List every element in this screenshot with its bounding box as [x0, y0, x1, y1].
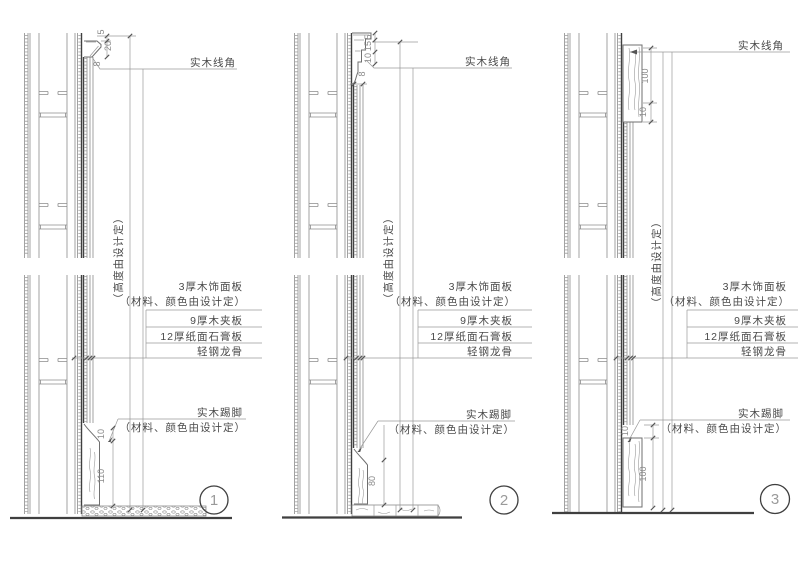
dim-110: 110	[96, 469, 106, 483]
dim-100: 100	[640, 68, 650, 83]
detail-number-3: 3	[759, 483, 791, 515]
keel-label: 轻钢龙骨	[197, 345, 243, 358]
dim-20: 20	[103, 41, 113, 51]
dim-10: 10	[96, 429, 106, 439]
skirting-material-note: （材料、颜色由设计定）	[120, 421, 247, 434]
floor-finish-hatch	[81, 505, 207, 517]
detail-number-2: 2	[489, 485, 519, 515]
plywood-label: 9厚木夹板	[734, 314, 787, 327]
skirting-material-note: （材料、颜色由设计定）	[389, 423, 516, 436]
skirting-dimensions: 10 100	[620, 424, 659, 508]
detail-number-3-text: 3	[771, 491, 779, 508]
dim-80: 80	[367, 476, 377, 486]
skirting-label: 实木踢脚	[466, 408, 512, 421]
veneer-label: 3厚木饰面板	[179, 280, 243, 293]
molding-label: 实木线角	[738, 39, 784, 52]
height-note: （高度由设计定）	[382, 212, 395, 304]
skirting-dimensions: 80	[367, 425, 385, 505]
skirting-board	[83, 423, 100, 506]
dimension-ticks	[71, 33, 146, 513]
detail-number-2-text: 2	[500, 492, 508, 509]
skirting-label: 实木踢脚	[197, 406, 243, 419]
finish-layers	[622, 122, 634, 425]
dimension-ticks	[343, 30, 416, 513]
stud-wall	[293, 31, 353, 516]
molding-leader	[365, 59, 512, 69]
skirting-callout: 实木踢脚 （材料、颜色由设计定）	[357, 408, 515, 452]
detail-panel-1: 实木线角 5 20 8 （高度由设计定） 3厚木饰面板 （材料、颜色由设计定） …	[10, 29, 262, 520]
gypsum-label: 12厚纸面石膏板	[704, 330, 787, 343]
wood-floor	[351, 504, 441, 517]
skirting-callout: 实木踢脚 （材料、颜色由设计定）	[107, 406, 247, 442]
dim-100: 100	[638, 466, 648, 481]
keel-label: 轻钢龙骨	[741, 345, 787, 358]
dim-5: 5	[96, 29, 106, 34]
detail-number-1: 1	[199, 485, 229, 515]
dim-8: 8	[357, 71, 367, 76]
detail-number-1-text: 1	[210, 492, 218, 509]
keel-label: 轻钢龙骨	[467, 345, 513, 358]
plywood-label: 9厚木夹板	[190, 314, 243, 327]
skirting-material-note: （材料、颜色由设计定）	[661, 422, 788, 435]
stud-wall	[563, 31, 623, 516]
dim-10: 10	[620, 426, 630, 436]
veneer-label: 3厚木饰面板	[723, 280, 787, 293]
dimension-ticks	[613, 45, 675, 513]
material-note: （材料、颜色由设计定）	[664, 295, 791, 308]
dim-10: 10	[363, 53, 373, 63]
dim-10: 10	[638, 107, 648, 117]
stud-wall	[23, 31, 83, 516]
molding-label: 实木线角	[190, 56, 236, 69]
skirting-board	[353, 448, 368, 506]
crown-molding	[351, 32, 372, 85]
height-note: （高度由设计定）	[112, 212, 125, 304]
plywood-label: 9厚木夹板	[460, 314, 513, 327]
molding-dimensions: 5 20 8	[92, 29, 136, 67]
height-note: （高度由设计定）	[650, 216, 663, 308]
layer-label-ladder: 3厚木饰面板 （材料、颜色由设计定） 9厚木夹板 12厚纸面石膏板 轻钢龙骨	[72, 280, 262, 359]
skirting-board	[622, 437, 643, 508]
height-dimension-lines	[399, 42, 414, 510]
molding-dimensions: 100 10	[638, 47, 657, 123]
molding-leader	[91, 56, 237, 70]
detail-panel-2: 实木线角 5 15 10 8 （高度由设计定） 3厚木饰面板 （材料、颜色由设计…	[282, 30, 532, 519]
detail-panel-3: 实木线角 100 10 （高度由设计定） 3厚木饰面板 （材料、颜色由设计定） …	[552, 31, 798, 516]
veneer-label: 3厚木饰面板	[449, 280, 513, 293]
dim-8: 8	[92, 61, 102, 66]
crown-molding	[84, 40, 102, 58]
skirting-label: 实木踢脚	[738, 407, 784, 420]
molding-leader-arrow	[630, 49, 637, 55]
layer-label-ladder: 3厚木饰面板 （材料、颜色由设计定） 9厚木夹板 12厚纸面石膏板 轻钢龙骨	[344, 280, 532, 359]
layer-label-ladder: 3厚木饰面板 （材料、颜色由设计定） 9厚木夹板 12厚纸面石膏板 轻钢龙骨	[614, 280, 798, 359]
crown-molding	[622, 44, 643, 123]
gypsum-label: 12厚纸面石膏板	[430, 330, 513, 343]
molding-dimensions: 5 15 10 8	[350, 33, 418, 85]
material-note: （材料、颜色由设计定）	[120, 295, 247, 308]
gypsum-label: 12厚纸面石膏板	[160, 330, 243, 343]
skirting-callout: 实木踢脚 （材料、颜色由设计定）	[627, 407, 790, 442]
height-dimension-lines	[129, 36, 144, 510]
material-note: （材料、颜色由设计定）	[390, 295, 517, 308]
dim-15: 15	[363, 41, 373, 51]
molding-label: 实木线角	[465, 55, 511, 68]
dim-5: 5	[363, 34, 373, 39]
finish-layers	[82, 57, 94, 423]
height-dimension-lines	[662, 52, 673, 510]
finish-layers	[352, 85, 364, 448]
